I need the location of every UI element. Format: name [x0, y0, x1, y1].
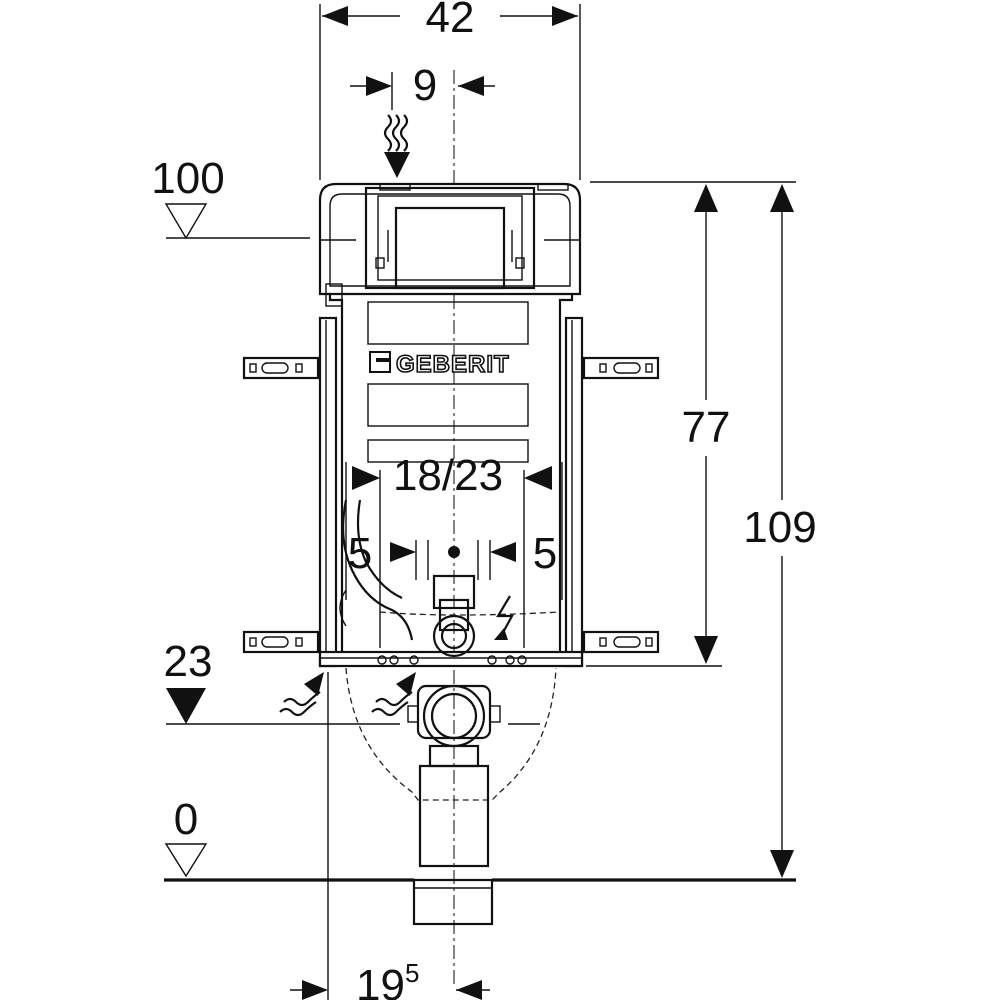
level-label-100: 100: [151, 154, 224, 203]
dimension-label-frame-height: 77: [682, 403, 731, 452]
dimension-label-bottom-offset-sup: 5: [405, 958, 419, 988]
wall-bracket-top-right: [582, 356, 660, 380]
dimension-label-right-offset: 5: [533, 529, 557, 578]
dimension-label-top-offset: 9: [413, 61, 437, 110]
dimension-bottom-offset: 195: [290, 672, 490, 1000]
level-marker-0: 0: [164, 795, 796, 882]
logo-text: GEBERIT: [396, 351, 510, 378]
dimension-label-bottom-offset: 195: [356, 958, 419, 1000]
inlet-pipe: [339, 499, 561, 641]
level-marker-100: 100: [151, 154, 310, 240]
electrical-symbol: [494, 595, 514, 640]
dimension-label-top-width: 42: [426, 0, 475, 42]
cistern-housing: [318, 182, 582, 296]
dimension-label-bottom-offset-main: 19: [356, 961, 405, 1000]
level-label-23: 23: [164, 637, 213, 686]
water-supply-symbol-bottom-left: [279, 672, 324, 717]
dimension-top-width: 42: [319, 0, 581, 180]
dimension-top-offset: 9: [350, 61, 495, 110]
dimension-label-total-height: 109: [743, 503, 816, 552]
dimension-total-height: 109: [743, 184, 817, 878]
water-supply-symbol-top: [383, 114, 410, 178]
dimension-label-flush-width: 18/23: [393, 451, 503, 500]
wall-bracket-bottom-right: [582, 630, 660, 654]
wall-bracket-bottom-left: [242, 630, 320, 654]
flush-pipe: [432, 574, 476, 658]
level-label-0: 0: [174, 795, 198, 844]
rail-fixings: [377, 655, 527, 665]
water-supply-symbol-bottom-center: [371, 672, 416, 717]
dimension-flush-width: 18/23: [345, 451, 563, 648]
wc-bowl-outline: [345, 667, 557, 801]
dimension-side-offsets: 5 5: [348, 529, 557, 580]
geberit-logo: GEBERIT: [369, 350, 510, 379]
dimension-frame-height: 77: [586, 181, 796, 667]
wall-bracket-top-left: [242, 356, 320, 380]
drain-pipe: [407, 684, 501, 926]
level-marker-23: 23: [164, 637, 540, 725]
